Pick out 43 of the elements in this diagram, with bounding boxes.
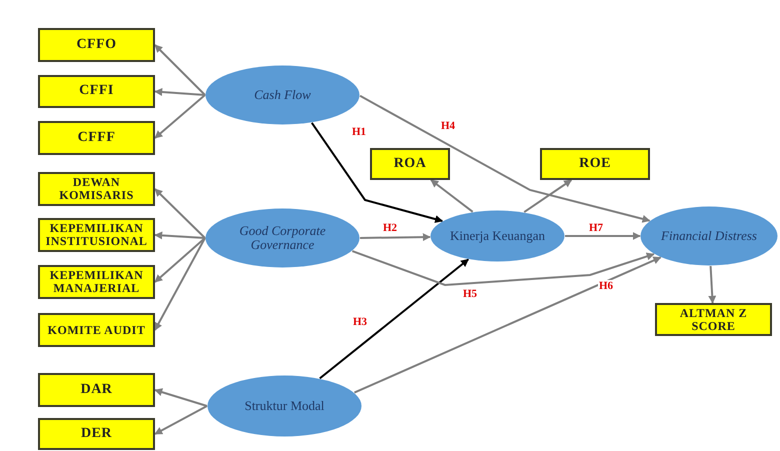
indicator-box: DER <box>38 418 155 450</box>
arrow <box>154 88 206 96</box>
arrow <box>154 405 208 435</box>
arrow <box>154 237 206 283</box>
edge-label: H5 <box>462 288 478 300</box>
arrow <box>360 94 650 223</box>
indicator-box: ALTMAN Z SCORE <box>655 303 772 336</box>
edge-label: H1 <box>351 126 368 138</box>
indicator-box: ROA <box>370 148 450 180</box>
arrow <box>360 233 431 242</box>
indicator-box: CFFI <box>38 75 155 108</box>
edge-label: H6 <box>598 280 614 292</box>
arrow <box>154 44 206 96</box>
construct-ellipse: Cash Flow <box>205 65 360 125</box>
indicator-box: CFFF <box>38 121 155 155</box>
edge-label: H2 <box>382 222 398 234</box>
arrow <box>524 179 572 213</box>
arrow <box>154 231 206 240</box>
arrow <box>154 238 206 331</box>
construct-ellipse: Good Corporate Governance <box>205 208 360 268</box>
indicator-box: ROE <box>540 148 650 180</box>
arrow <box>319 258 469 380</box>
edge-label: H4 <box>440 120 456 132</box>
construct-ellipse: Financial Distress <box>640 206 778 266</box>
arrow <box>430 179 474 213</box>
edge-label: H7 <box>588 222 604 234</box>
indicator-box: KEPEMILIKAN INSTITUSIONAL <box>38 218 155 252</box>
arrow <box>354 256 662 394</box>
arrow <box>154 94 206 139</box>
indicator-box: KOMITE AUDIT <box>38 313 155 347</box>
arrow <box>154 188 206 239</box>
indicator-box: CFFO <box>38 28 155 62</box>
arrow <box>708 266 716 304</box>
construct-ellipse: Struktur Modal <box>207 375 362 437</box>
arrow <box>565 232 641 240</box>
construct-ellipse: Kinerja Keuangan <box>430 210 565 262</box>
arrow <box>310 122 444 223</box>
edge-label: H3 <box>352 316 368 328</box>
arrow <box>352 250 655 286</box>
indicator-box: KEPEMILIKAN MANAJERIAL <box>38 265 155 299</box>
indicator-box: DEWAN KOMISARIS <box>38 172 155 206</box>
indicator-box: DAR <box>38 373 155 407</box>
arrow <box>154 388 208 407</box>
